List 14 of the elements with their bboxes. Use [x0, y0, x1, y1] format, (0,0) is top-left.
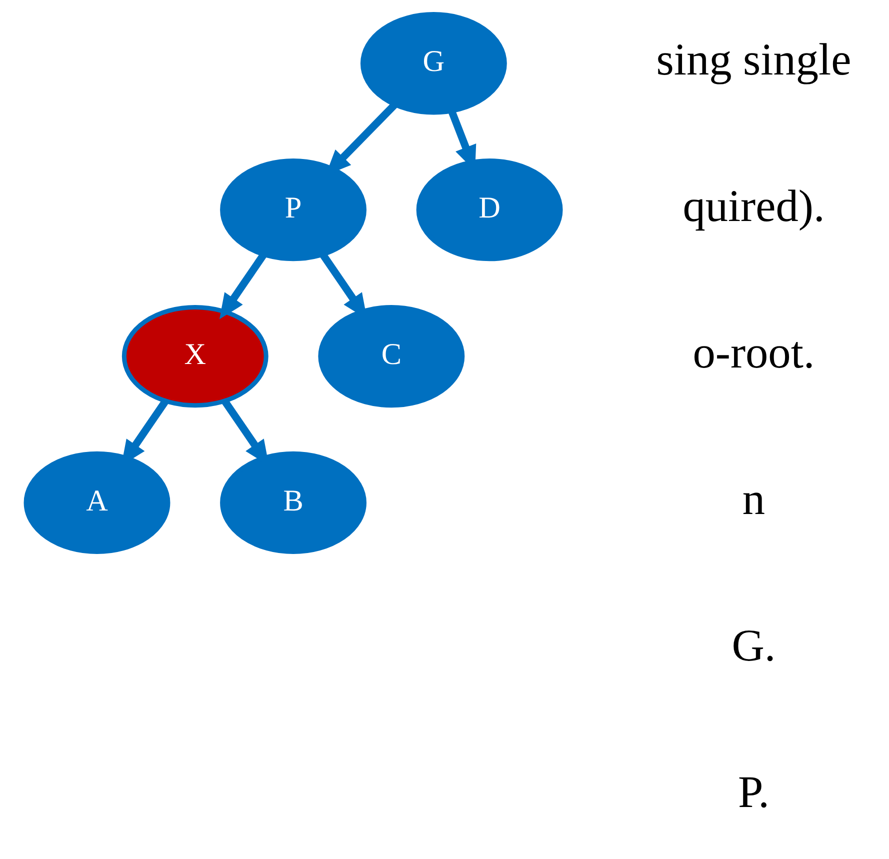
label: quired).: [682, 181, 824, 232]
label: sing single: [656, 34, 851, 85]
label: n: [742, 474, 765, 524]
arrow: [218, 252, 266, 320]
label: o-root.: [692, 328, 814, 378]
node-ellipse: B: [220, 451, 366, 554]
node-ellipse: P: [220, 158, 366, 262]
node-ellipse: A: [23, 451, 170, 554]
label: P.: [738, 766, 769, 817]
node-ellipse: G: [360, 12, 506, 115]
node-ellipse: C: [318, 304, 464, 408]
node-ellipse: X: [121, 304, 268, 408]
node-ellipse: D: [416, 158, 562, 262]
label: G.: [731, 620, 776, 670]
